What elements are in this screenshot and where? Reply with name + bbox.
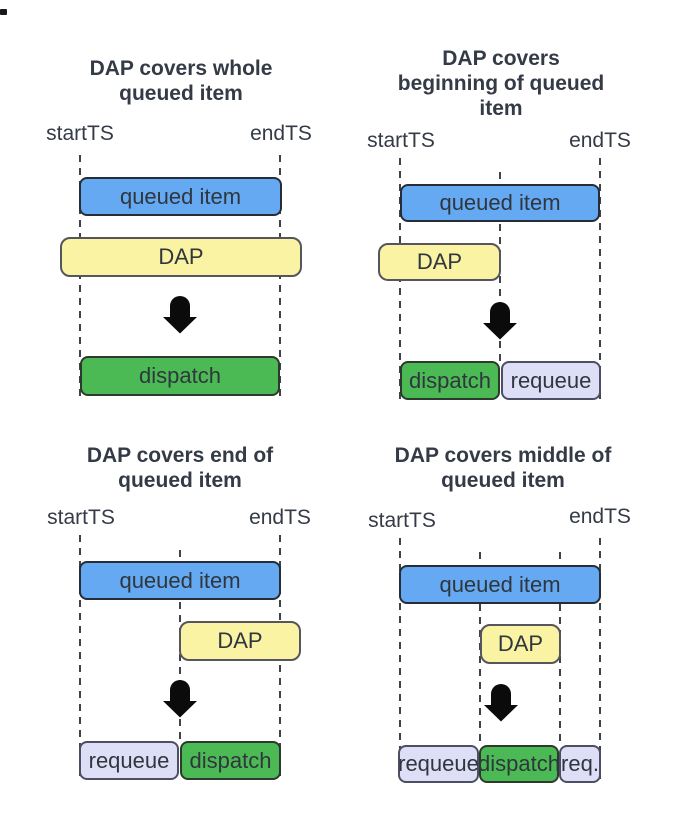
dispatch-bar: dispatch (478, 745, 560, 783)
endts-label: endTS (250, 122, 312, 145)
title-line: item (479, 97, 523, 120)
panel-title: DAP covers whole queued item (90, 56, 273, 106)
panel-title: DAP covers beginning of queued item (398, 46, 604, 121)
panel-title: DAP covers middle of queued item (395, 443, 612, 493)
endts-label: endTS (249, 506, 311, 529)
endts-label: endTS (569, 505, 631, 528)
stray-mark (0, 9, 7, 15)
title-line: queued item (118, 469, 242, 492)
panel-title: DAP covers end of queued item (87, 443, 273, 493)
dap-bar: DAP (480, 624, 561, 664)
endts-label: endTS (569, 129, 631, 152)
startts-label: startTS (47, 506, 115, 529)
startts-label: startTS (367, 129, 435, 152)
dap-bar: DAP (378, 243, 501, 281)
down-arrow-icon (482, 302, 518, 340)
title-line: DAP covers end of (86, 444, 274, 467)
dap-bar: DAP (179, 621, 301, 661)
end-dashed-line (599, 158, 601, 401)
queued-item-bar: queued item (399, 565, 601, 604)
title-line: queued item (441, 469, 565, 492)
dispatch-bar: dispatch (80, 356, 280, 396)
req-bar: req. (559, 745, 601, 783)
title-line: DAP covers (442, 47, 560, 70)
dap-bar: DAP (60, 237, 302, 277)
requeue-bar: requeue (79, 741, 179, 780)
down-arrow-icon (162, 296, 198, 334)
start-dashed-line (79, 535, 81, 781)
requeue-bar: requeue (501, 361, 601, 400)
requeue-bar: requeue (398, 745, 479, 783)
end-dashed-line (599, 538, 601, 783)
title-line: beginning of queued (397, 72, 605, 95)
title-line: queued item (119, 82, 243, 105)
startts-label: startTS (368, 509, 436, 532)
queued-item-bar: queued item (79, 561, 281, 600)
start-dashed-line (399, 538, 401, 783)
dispatch-bar: dispatch (180, 741, 281, 780)
title-line: DAP covers middle of (394, 444, 612, 467)
queued-item-bar: queued item (400, 184, 600, 222)
down-arrow-icon (483, 684, 519, 722)
dispatch-bar: dispatch (400, 361, 500, 400)
title-line: DAP covers whole (89, 57, 273, 80)
queued-item-bar: queued item (79, 177, 282, 216)
down-arrow-icon (162, 680, 198, 718)
startts-label: startTS (46, 122, 114, 145)
